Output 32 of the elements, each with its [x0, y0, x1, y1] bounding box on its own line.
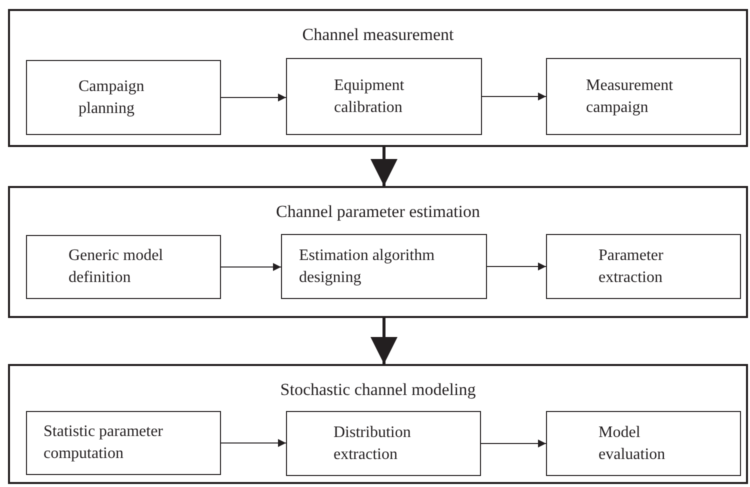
arrow: [220, 263, 282, 271]
step-label: Generic model definition: [68, 246, 164, 288]
stage-box: [8, 186, 748, 318]
step-label: Model evaluation: [598, 422, 666, 464]
arrow: [482, 92, 546, 100]
step-label: Parameter extraction: [598, 246, 664, 288]
stage-heading: Stochastic channel modeling: [279, 380, 477, 400]
stage-heading: Channel parameter estimation: [275, 202, 481, 222]
process-box: [546, 411, 741, 476]
step-label: Estimation algorithm designing: [299, 246, 436, 288]
process-box: [26, 235, 221, 299]
process-box: [26, 411, 221, 475]
stage-box: [8, 364, 748, 484]
arrow: [486, 262, 546, 270]
step-label: Distribution extraction: [334, 422, 412, 464]
step-label: Campaign planning: [78, 76, 146, 118]
process-box: [26, 60, 221, 135]
arrow: [480, 440, 546, 448]
process-box: [281, 234, 487, 299]
process-box: [546, 58, 741, 135]
stage-heading: Channel measurement: [301, 25, 455, 45]
step-label: Equipment calibration: [334, 76, 406, 118]
arrow: [370, 147, 398, 186]
process-box: [286, 411, 481, 476]
arrow: [220, 439, 286, 447]
arrow: [370, 318, 398, 364]
step-label: Statistic parameter computation: [44, 422, 164, 464]
stage-box: [8, 9, 748, 147]
arrow: [220, 94, 286, 102]
process-box: [286, 58, 482, 135]
process-box: [546, 234, 741, 299]
step-label: Measurement campaign: [586, 76, 674, 118]
